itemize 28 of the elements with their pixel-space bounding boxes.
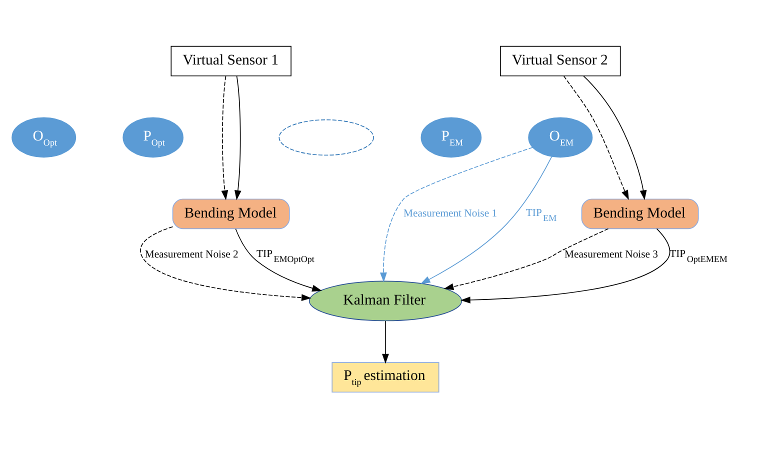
arrow [460,228,670,304]
edge-label: Measurement Noise 3 [564,248,658,261]
node-box: Bending Model [581,198,699,230]
arrow [235,228,322,292]
edge-label: TIP$_{EMOptOpt}$ [256,248,314,264]
node-box: Virtual Sensor 1 [170,46,292,76]
arrow [583,76,647,200]
node-ellipse: O$_{EM}$ [528,117,593,158]
arrow [380,147,533,282]
node-ellipse: P$_{Opt}$ [122,117,184,158]
edge-label: TIP$_{OptEMEM}$ [670,248,728,264]
node-ellipse: Kalman Filter [308,280,462,322]
arrow [140,226,312,302]
node-ellipse: O$_{Opt}$ [12,117,76,158]
arrow [444,228,609,290]
arrow [382,320,389,364]
edge-label: Measurement Noise 2 [144,248,238,261]
arrow [420,156,552,284]
node-box: P$_{tip}$ estimation [332,362,440,393]
arrow [221,76,228,200]
edge-label: TIP$_{EM}$ [526,206,557,223]
node-box: Bending Model [172,198,290,230]
node-ellipse: P$_{EM}$ [420,117,482,158]
node-box: Virtual Sensor 2 [500,46,621,76]
arrow [563,76,629,200]
edge-label: Measurement Noise 1 [404,208,498,220]
arrow [234,76,242,200]
node-ellipse [278,119,374,156]
